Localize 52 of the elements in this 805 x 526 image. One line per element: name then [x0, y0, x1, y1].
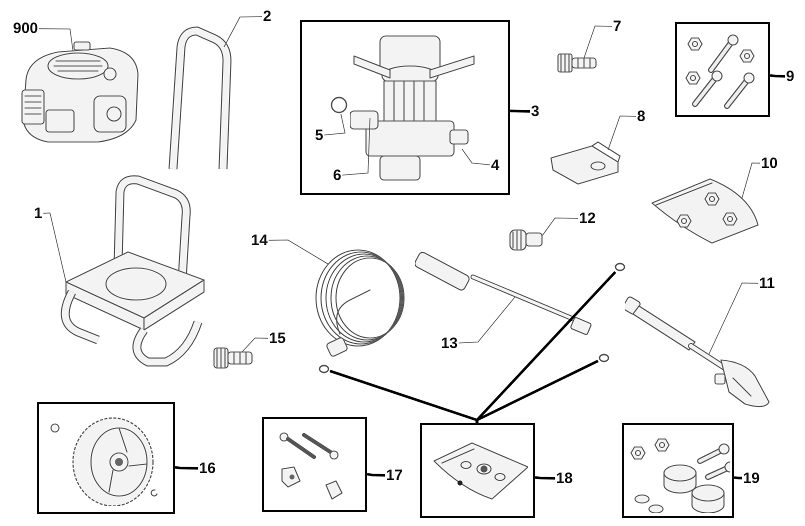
kit-frame [300, 20, 510, 195]
callout-number: 8 [636, 108, 646, 125]
leader-line [42, 212, 66, 282]
leader-line [268, 240, 328, 264]
o-ring [318, 364, 330, 374]
callout-number: 6 [332, 167, 342, 184]
o-ring [598, 353, 610, 363]
callout-number: 1 [33, 205, 44, 222]
leader-line [342, 118, 370, 176]
callout-number: 19 [742, 470, 761, 487]
callout-number: 9 [785, 68, 796, 85]
leader-line [584, 26, 612, 58]
leader-line [510, 110, 530, 113]
leader-line [770, 74, 786, 78]
leader-line [734, 476, 742, 480]
callout-number: 10 [760, 155, 779, 172]
callout-number: 16 [198, 460, 217, 477]
kit-frame [622, 423, 734, 518]
leader-line [458, 296, 516, 344]
callout-number: 7 [612, 18, 622, 35]
callout-number: 900 [12, 20, 40, 37]
leader-line [608, 116, 636, 150]
leader-line [476, 360, 599, 423]
callout-number: 18 [555, 470, 574, 487]
leader-line [330, 370, 478, 423]
leader-line [174, 466, 198, 470]
leader-line [542, 218, 578, 236]
callout-number: 5 [314, 127, 324, 144]
kit-frame [420, 423, 535, 518]
o-ring [330, 96, 348, 114]
callout-number: 17 [385, 467, 404, 484]
callout-number: 3 [530, 103, 540, 120]
leader-line [242, 338, 268, 352]
leader-line [366, 472, 386, 477]
callout-number: 14 [250, 232, 269, 249]
kit-frame [37, 402, 175, 514]
leader-line [324, 114, 346, 136]
leader-line [224, 16, 262, 48]
callout-number: 11 [758, 275, 776, 292]
leader-line [708, 282, 758, 354]
callout-number: 2 [262, 8, 272, 25]
callout-number: 12 [578, 210, 597, 227]
o-ring [614, 262, 626, 272]
callout-number: 13 [440, 335, 459, 352]
kit-frame [262, 417, 367, 512]
leader-line [38, 28, 74, 52]
leader-line [534, 476, 556, 480]
leader-line [462, 148, 490, 166]
callout-number: 4 [490, 157, 500, 174]
kit-frame [675, 22, 770, 117]
leader-line [742, 162, 760, 198]
callout-number: 15 [268, 330, 287, 347]
